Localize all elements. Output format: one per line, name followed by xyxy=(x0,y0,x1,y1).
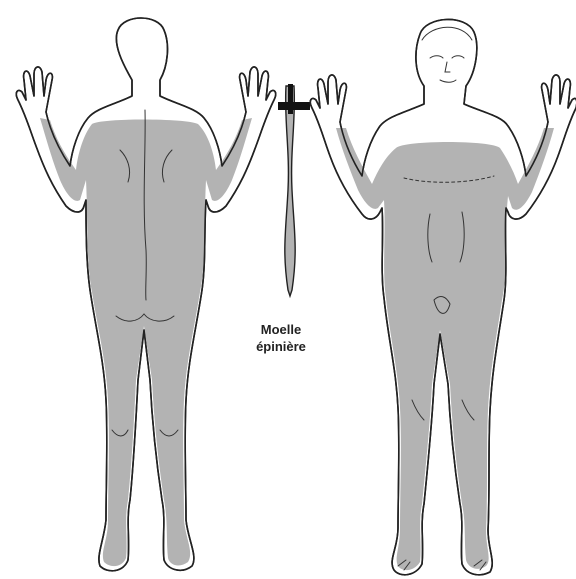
front-view-hair xyxy=(422,27,472,40)
front-view-mouth xyxy=(440,80,456,82)
back-view-figure xyxy=(16,18,275,571)
spinal-cord-label-line1: Moelle xyxy=(236,322,326,338)
spinal-cord-body xyxy=(285,86,295,296)
spinal-cord-label-line2: épinière xyxy=(236,339,326,355)
spinal-level-marker-horizontal xyxy=(278,102,310,110)
spinal-cord xyxy=(278,84,310,296)
front-view-figure xyxy=(310,19,576,574)
front-view-nose xyxy=(445,62,450,72)
front-view-right-eye xyxy=(452,56,464,58)
front-view-left-eye xyxy=(430,56,443,58)
spinal-level-marker-vertical xyxy=(288,84,293,114)
front-view-affected-area xyxy=(336,128,554,570)
